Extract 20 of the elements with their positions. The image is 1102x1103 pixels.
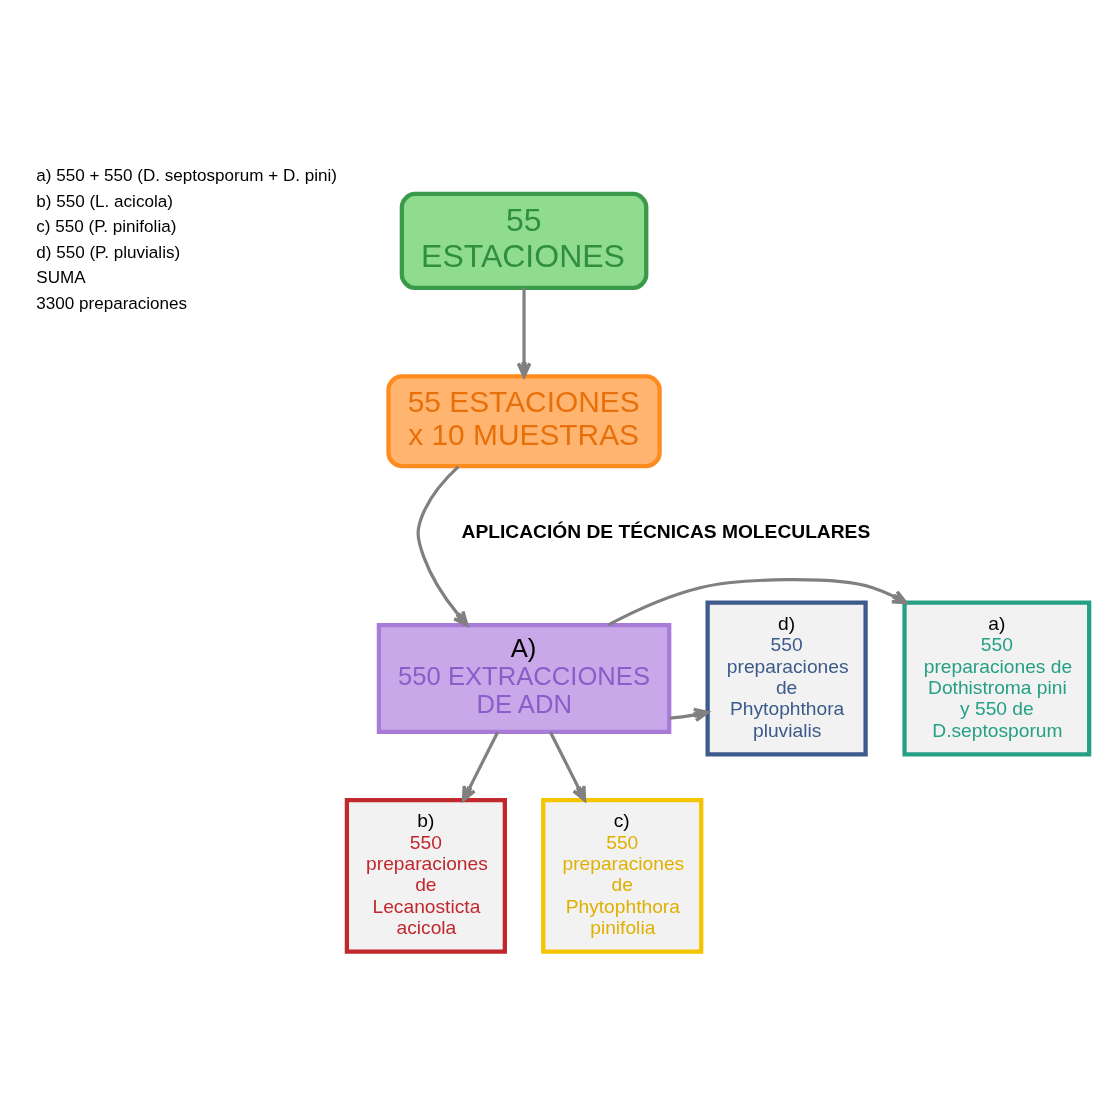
arrow xyxy=(548,731,587,802)
arrow xyxy=(461,731,500,802)
node-box: a) 550 preparaciones de Dothistroma pini y 550 de D.septosporum xyxy=(902,600,1092,757)
label: a) 550 + 550 (D. septosporum + D. pini) xyxy=(36,165,337,185)
arrow xyxy=(516,287,532,378)
node-box: c) 550 preparaciones de Phytophthora pinifolia xyxy=(541,798,704,954)
node-box: A) 550 EXTRACCIONES DE ADN xyxy=(376,623,672,734)
label: b) 550 (L. acicola) xyxy=(36,191,173,211)
arrow xyxy=(607,578,908,627)
node-box: 55 ESTACIONES x 10 MUESTRAS xyxy=(386,374,662,469)
arrow xyxy=(416,465,469,627)
label: 3300 preparaciones xyxy=(36,294,188,314)
node-box: b) 550 preparaciones de Lecanosticta acicola xyxy=(344,798,507,954)
node-box: 55 ESTACIONES xyxy=(399,191,649,290)
arrow xyxy=(669,707,710,723)
node-box: d) 550 preparaciones de Phytophthora pluvialis xyxy=(705,600,868,757)
label: c) 550 (P. pinifolia) xyxy=(36,217,177,237)
label: APLICACIÓN DE TÉCNICAS MOLECULARES xyxy=(461,521,871,543)
label: SUMA xyxy=(36,268,86,288)
label: d) 550 (P. pluvialis) xyxy=(36,242,181,262)
